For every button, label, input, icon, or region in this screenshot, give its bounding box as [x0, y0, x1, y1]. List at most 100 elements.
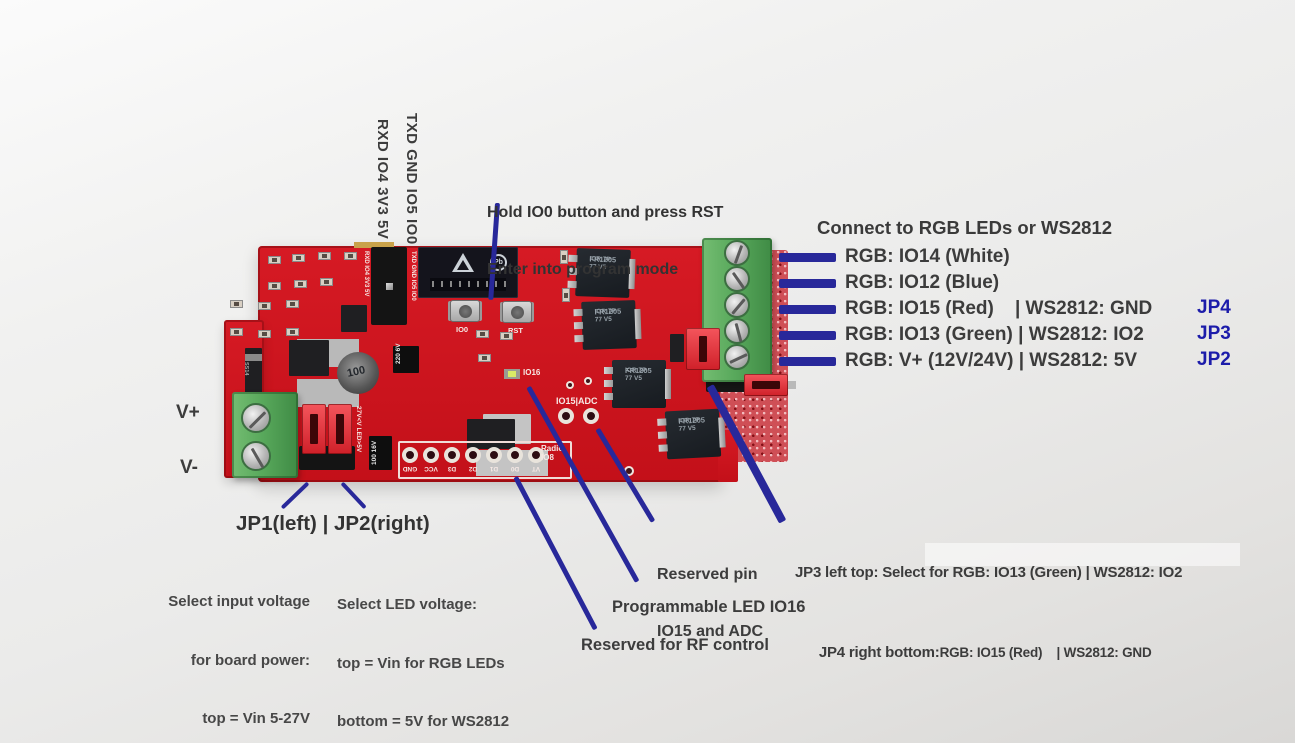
programming-header [371, 247, 407, 325]
radio-pin-label: VT [531, 465, 541, 472]
resistor [258, 302, 271, 310]
resistor [320, 278, 333, 286]
v-minus-label: V- [180, 457, 198, 478]
serial-pинout-right-label: TXD GND IO5 IO0 [403, 113, 420, 245]
sot23-transistor [341, 305, 367, 332]
jp2-jumper [328, 404, 352, 454]
terminal-screw [724, 318, 750, 344]
jp4-label: JP4 [1197, 297, 1231, 318]
pointer-dash-io13 [779, 331, 836, 340]
reserved-pin-note: Reserved pin IO15 and ADC [657, 566, 764, 640]
rst-button [502, 301, 532, 323]
rst-button-silk: RST [508, 326, 523, 335]
pointer-line-jp2 [340, 481, 367, 510]
resistor [286, 328, 299, 336]
resistor [476, 330, 489, 338]
radio-pin-label: GND [402, 465, 418, 472]
radio-pin [507, 447, 523, 463]
jp34-note-line1: JP3 left top: Select for RGB: IO13 (Gree… [795, 564, 1183, 581]
rf-shield-module: Pb [418, 247, 518, 298]
radio-pin-label: D3 [447, 465, 457, 472]
programmable-led-note: Programmable LED IO16 [612, 598, 806, 616]
resistor [294, 280, 307, 288]
terminal-screw [724, 240, 750, 266]
diode-ss14: SS14 [243, 348, 262, 393]
voltage-regulator [467, 419, 515, 449]
jp3-jumper [686, 328, 720, 370]
jp2-label: JP2 [1197, 349, 1231, 370]
gold-pads [354, 242, 394, 248]
connect-heading: Connect to RGB LEDs or WS2812 [817, 217, 1113, 238]
test-pad [584, 377, 592, 385]
resistor [500, 332, 513, 340]
shield-marking-strip [430, 278, 506, 291]
resistor [344, 252, 357, 260]
program-mode-note: Hold IO0 button and press RST Enter into… [487, 165, 723, 317]
rgb-pin-label: RGB: IO13 (Green) | WS2812: IO2 [845, 324, 1144, 345]
radio-pin [465, 447, 481, 463]
radio-pin [528, 447, 544, 463]
inductor: 100 [337, 352, 379, 394]
adc-pad [583, 408, 599, 424]
pointer-dash-vplus [779, 357, 836, 366]
radio-pin-label: D2 [468, 465, 478, 472]
rgb-pin-label: RGB: V+ (12V/24V) | WS2812: 5V [845, 350, 1138, 371]
pointer-dash-io12 [779, 279, 836, 288]
io15-adc-silk: IO15|ADC [556, 396, 598, 406]
serial-silk-right: TXD GND IO5 IO0 [410, 251, 416, 301]
input-voltage-note: Select input voltage for board power: to… [168, 593, 310, 727]
jp4-pin-tip [788, 381, 796, 389]
jp3-pins [670, 334, 684, 362]
terminal-screw [724, 266, 750, 292]
resistor [230, 328, 243, 336]
pointer-dash-io14 [779, 253, 836, 262]
jp1-jumper [302, 404, 326, 454]
io16-led [504, 369, 520, 379]
resistor [286, 300, 299, 308]
esd-triangle-icon [452, 253, 474, 272]
serial-pinout-left-label: RXD IO4 3V3 5V [374, 119, 391, 240]
radio-pin [402, 447, 418, 463]
v-plus-label: V+ [176, 402, 200, 423]
jp4-jumper [744, 374, 788, 396]
capacitor-220-6v: 220 6V [393, 343, 419, 373]
resistor [258, 330, 271, 338]
pointer-dash-io15 [779, 305, 836, 314]
radio-pin-label: D0 [510, 465, 520, 472]
inductor-value: 100 [345, 364, 367, 380]
terminal-screw [724, 344, 750, 370]
jumper-voltage-silk: 27V<V LED>5V [355, 406, 362, 453]
io0-button [450, 300, 480, 322]
capacitor-value: 100 16V [371, 440, 378, 465]
jp3-label: JP3 [1197, 323, 1231, 344]
resistor [292, 254, 305, 262]
terminal-screw [724, 292, 750, 318]
resistor [560, 250, 568, 264]
soic8-chip [289, 340, 329, 376]
pointer-line-jp1 [280, 481, 310, 510]
resistor [230, 300, 243, 308]
jp12-caption: JP1(left) | JP2(right) [236, 512, 430, 535]
resistor [318, 252, 331, 260]
io0-button-silk: IO0 [456, 325, 469, 334]
program-mode-line2: Enter into program mode [487, 261, 679, 278]
radio-pin-label: VCC [424, 465, 438, 472]
terminal-screw [241, 441, 271, 471]
capacitor-100-16v: 100 16V [369, 436, 392, 470]
radio-pin [486, 447, 502, 463]
io16-silk: IO16 [523, 368, 541, 377]
adc-pad [558, 408, 574, 424]
test-pad [566, 381, 574, 389]
resistor [478, 354, 491, 362]
resistor [268, 282, 281, 290]
radio-pin [444, 447, 460, 463]
highlight-band [925, 543, 1240, 566]
radio-silk: Radio IO8 [541, 444, 564, 462]
terminal-screw [241, 403, 271, 433]
jp34-note: JP3 left top: Select for RGB: IO13 (Gree… [795, 523, 1182, 723]
rgb-pin-label: RGB: IO12 (Blue) [845, 272, 1000, 293]
resistor [268, 256, 281, 264]
jp34-note-line2: JP4 right bottom:RGB: IO15 (Red) | WS281… [818, 644, 1152, 661]
